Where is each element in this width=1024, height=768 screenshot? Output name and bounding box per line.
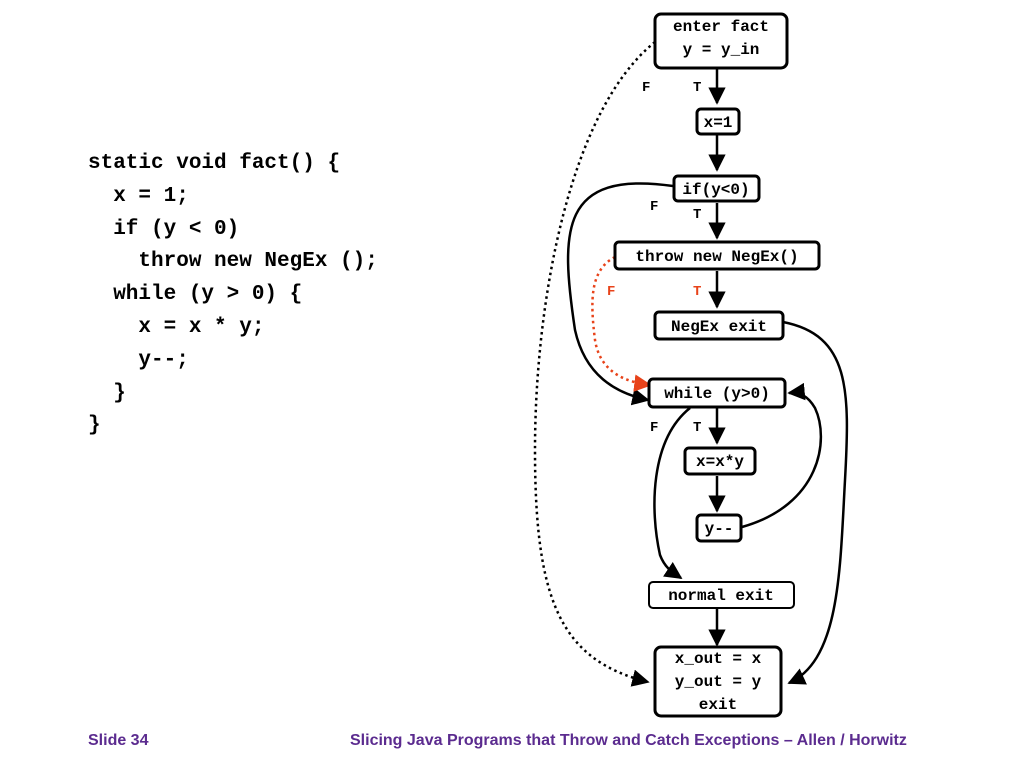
edge-label-f: F bbox=[607, 284, 615, 300]
code-line: x = x * y; bbox=[88, 315, 265, 339]
edge-throw-while-exception bbox=[591, 255, 652, 392]
edge-label-f: F bbox=[642, 80, 650, 96]
edge-label-t: T bbox=[693, 420, 701, 436]
svg-text:enter fact: enter fact bbox=[673, 18, 769, 36]
slide-number: Slide 34 bbox=[88, 732, 149, 749]
code-listing: static void fact() { x = 1; if (y < 0) t… bbox=[88, 148, 378, 443]
svg-text:while (y>0): while (y>0) bbox=[664, 385, 770, 403]
svg-text:NegEx exit: NegEx exit bbox=[671, 318, 767, 336]
edge-label-f: F bbox=[650, 199, 658, 215]
node-enter-fact: enter fact y = y_in bbox=[653, 12, 789, 70]
node-throw: throw new NegEx() bbox=[613, 240, 821, 271]
code-line: y--; bbox=[88, 348, 189, 372]
code-line: } bbox=[88, 414, 101, 438]
svg-text:x=x*y: x=x*y bbox=[696, 453, 744, 471]
node-negex-exit: NegEx exit bbox=[653, 310, 785, 341]
code-line: static void fact() { bbox=[88, 152, 341, 175]
edge-negex-exit bbox=[782, 320, 849, 685]
edge-ydec-while bbox=[741, 382, 823, 529]
code-line: } bbox=[88, 381, 126, 405]
edge-while-normal-false bbox=[653, 407, 691, 580]
edge-label-f: F bbox=[650, 420, 658, 436]
code-line: if (y < 0) bbox=[88, 217, 240, 241]
edge-if-while-false bbox=[566, 182, 674, 406]
svg-text:x=1: x=1 bbox=[704, 114, 733, 132]
node-x-assign: x=1 bbox=[695, 107, 741, 136]
svg-text:exit: exit bbox=[699, 696, 737, 714]
code-line: while (y > 0) { bbox=[88, 283, 303, 307]
svg-text:y = y_in: y = y_in bbox=[683, 41, 760, 59]
code-line: throw new NegEx (); bbox=[88, 250, 378, 274]
svg-text:y--: y-- bbox=[705, 520, 734, 538]
footer-title: Slicing Java Programs that Throw and Cat… bbox=[350, 732, 907, 749]
node-y-dec: y-- bbox=[695, 513, 743, 543]
code-line: x = 1; bbox=[88, 184, 189, 208]
svg-text:if(y<0): if(y<0) bbox=[682, 181, 749, 199]
node-while: while (y>0) bbox=[647, 377, 787, 409]
edge-label-t: T bbox=[693, 80, 701, 96]
node-exit: x_out = x y_out = y exit bbox=[653, 645, 783, 718]
node-if: if(y<0) bbox=[672, 174, 761, 203]
edge-enter-exit-dotted bbox=[533, 41, 656, 687]
edge-label-t: T bbox=[693, 284, 701, 300]
svg-text:x_out = x: x_out = x bbox=[675, 650, 762, 668]
svg-text:normal exit: normal exit bbox=[668, 587, 774, 605]
svg-text:throw new NegEx(): throw new NegEx() bbox=[635, 248, 798, 266]
edge-label-t: T bbox=[693, 207, 701, 223]
svg-text:y_out = y: y_out = y bbox=[675, 673, 762, 691]
node-x-mul: x=x*y bbox=[683, 446, 757, 476]
node-normal-exit: normal exit bbox=[648, 581, 795, 609]
